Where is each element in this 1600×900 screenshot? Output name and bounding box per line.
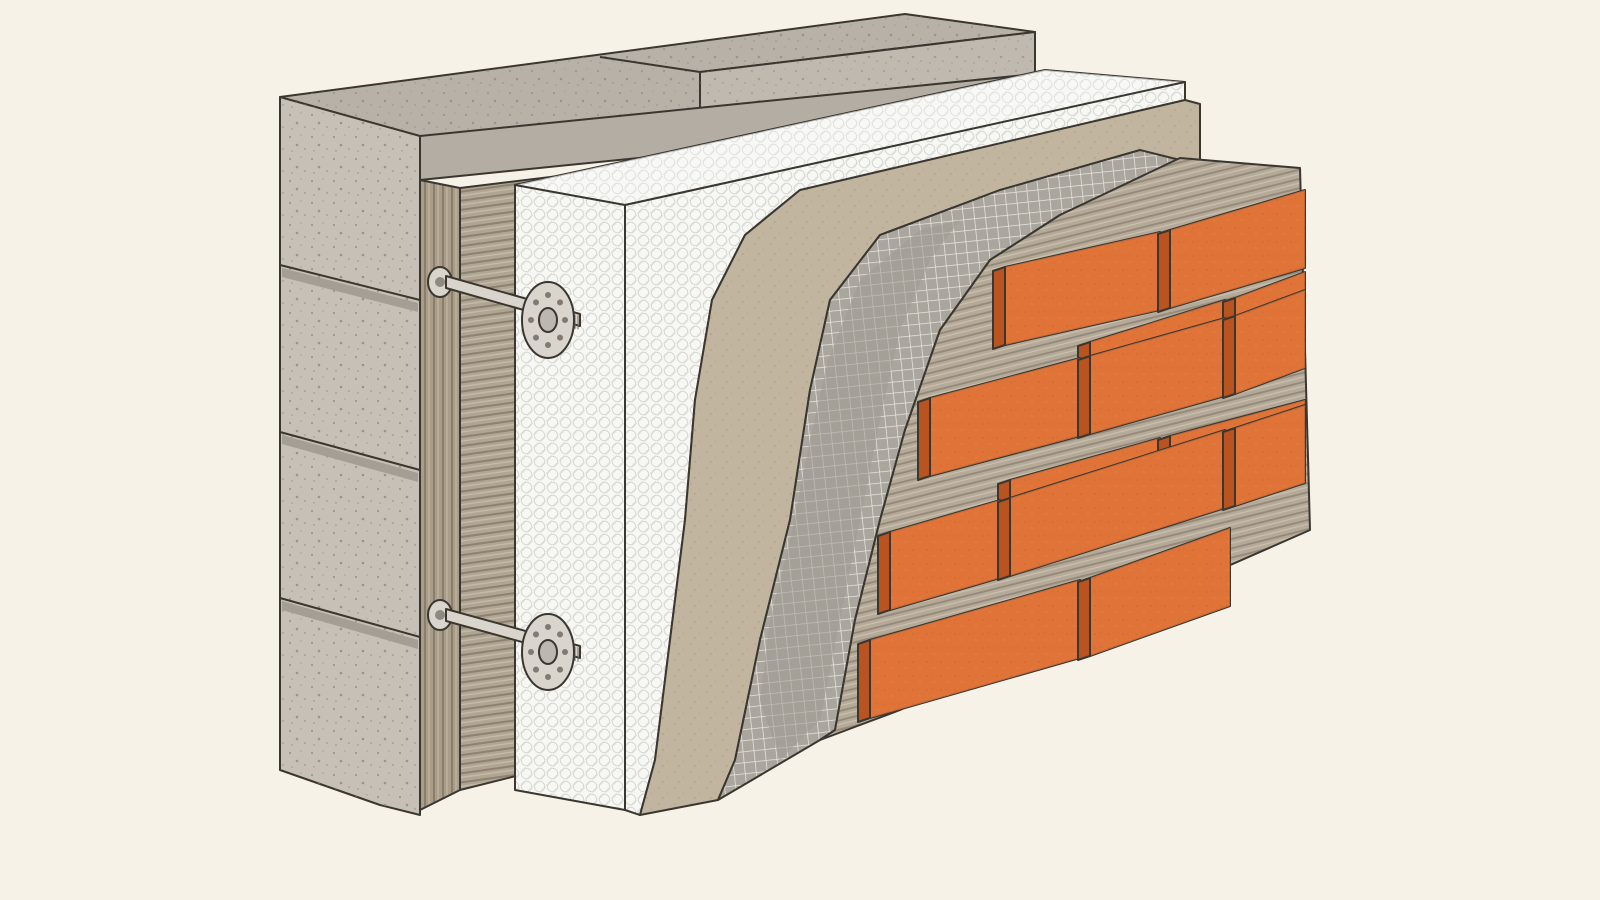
brick-slip (1077, 527, 1231, 661)
brick-slip (1222, 404, 1306, 511)
anchor-fixing (427, 599, 581, 691)
brick-slip (1222, 289, 1306, 399)
brick-slip (992, 231, 1161, 350)
anchor-fixing (427, 266, 581, 359)
anchor-washer (521, 281, 575, 359)
eps-end-face (514, 184, 626, 811)
concrete-block-wall (279, 13, 1036, 816)
brick-slip (877, 499, 1001, 615)
brick-slip-cladding (857, 189, 1306, 723)
brick-slip (1077, 317, 1226, 439)
brick-slip (857, 579, 1081, 723)
brick-slip (1157, 189, 1306, 313)
anchor-washer (521, 613, 575, 691)
insulation-anchors (427, 266, 581, 691)
